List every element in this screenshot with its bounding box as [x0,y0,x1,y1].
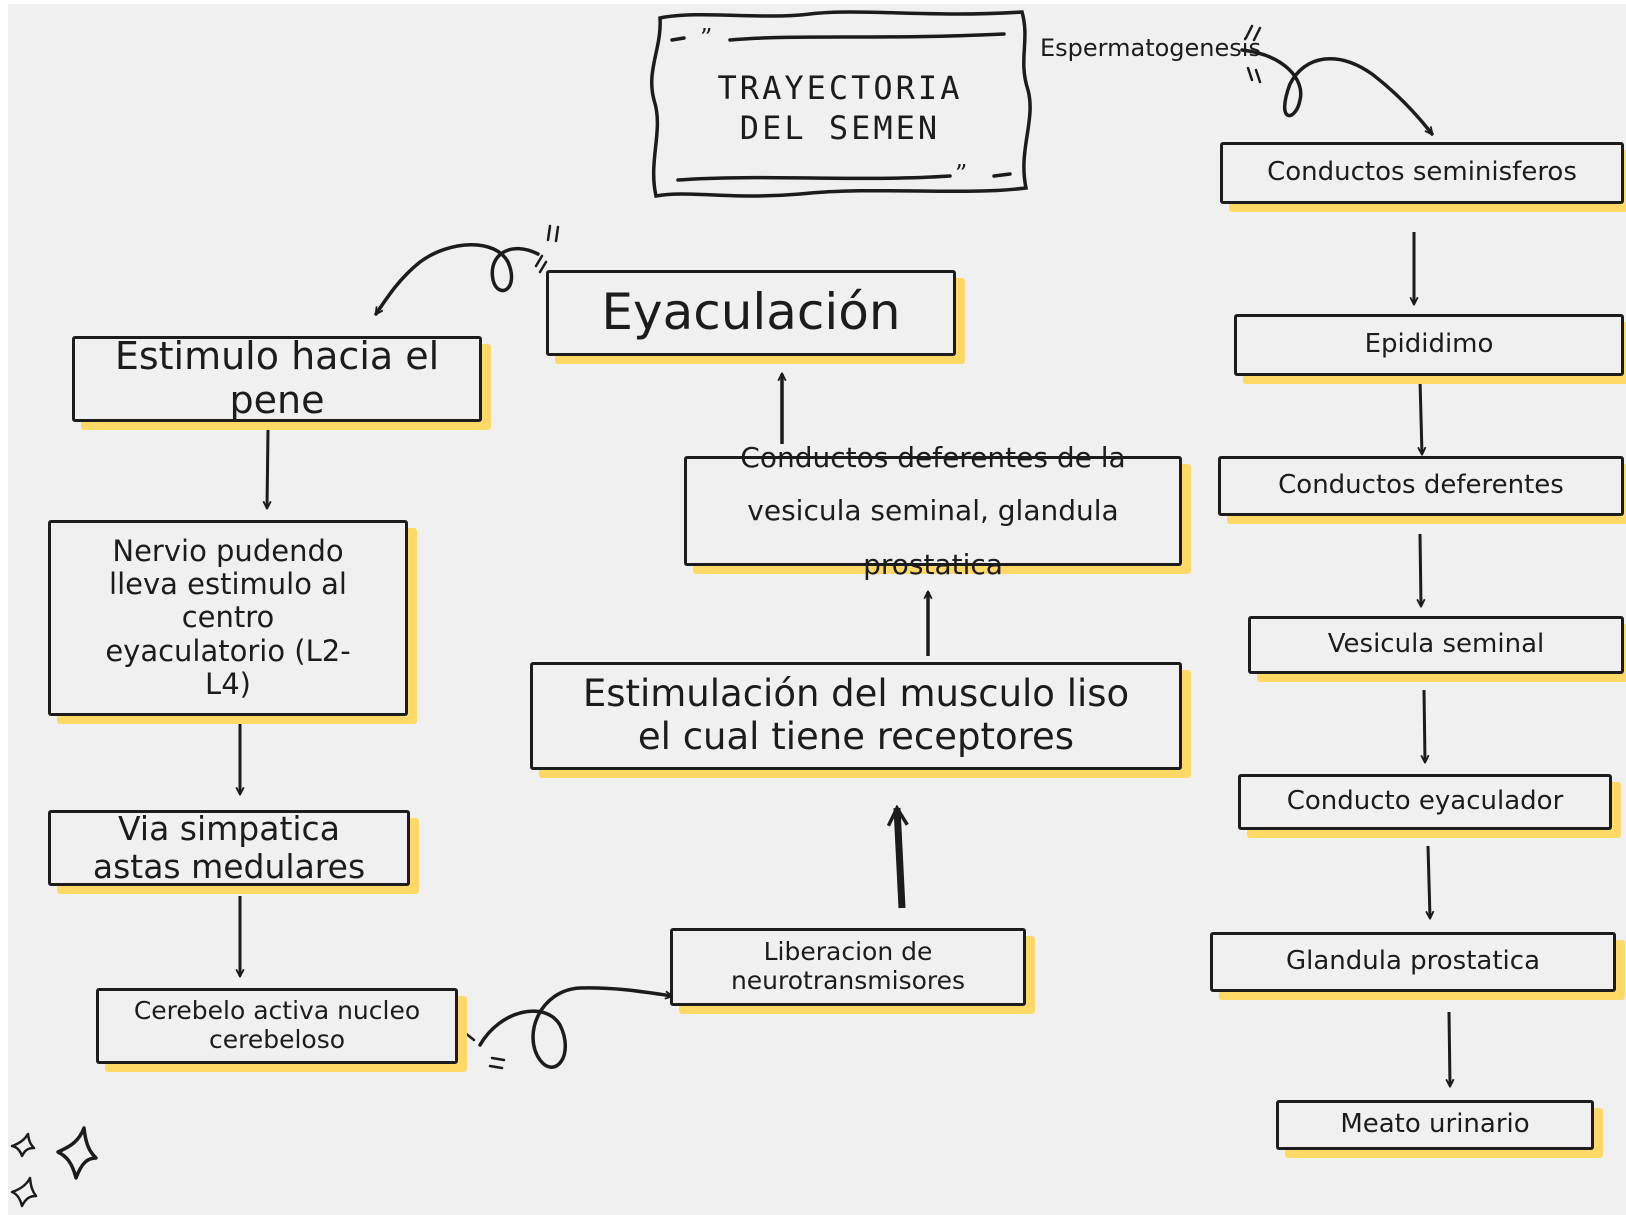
box-ejaculatory-duct: Conducto eyaculador [1238,774,1612,830]
diagram-title: TRAYECTORIA DEL SEMEN [650,68,1030,148]
curly-arrows [374,48,1434,1069]
tick-marks [462,24,1262,1070]
box-neurotransmitters: Liberacion de neurotransmisores [670,928,1026,1006]
box-penis-stimulus: Estimulo hacia el pene [72,334,482,422]
box-epididymis: Epididimo [1234,314,1624,376]
box-smooth-muscle: Estimulación del musculo liso el cual ti… [530,662,1182,770]
box-sympathetic-pathway: Via simpatica astas medulares [48,810,410,886]
title-frame [649,10,1032,199]
box-seminal-vesicle: Vesicula seminal [1248,616,1624,674]
middle-column-arrows [782,374,928,909]
box-seminiferous-ducts: Conductos seminisferos [1220,142,1624,204]
box-urinary-meatus: Meato urinario [1276,1100,1594,1150]
box-ejaculation: Eyaculación [546,270,956,356]
title-line-2: DEL SEMEN [739,109,941,147]
box-pudendal-nerve: Nervio pudendo lleva estimulo al centro … [48,520,408,716]
box-vas-deferens: Conductos deferentes [1218,456,1624,516]
title-line-1: TRAYECTORIA [717,69,963,107]
box-ducts-prostate: Conductos deferentes de la vesicula semi… [684,441,1182,581]
sparkle-icon [10,1126,98,1208]
box-prostate-gland: Glandula prostatica [1210,932,1616,992]
spermatogenesis-label: Espermatogenesis [1040,34,1261,62]
quote-mark-icon: ” [700,24,712,52]
left-column-arrows [240,429,268,976]
box-cerebellum: Cerebelo activa nucleo cerebeloso [96,988,458,1064]
quote-mark-icon: ” [955,160,967,188]
right-column-arrows [1414,232,1450,1086]
